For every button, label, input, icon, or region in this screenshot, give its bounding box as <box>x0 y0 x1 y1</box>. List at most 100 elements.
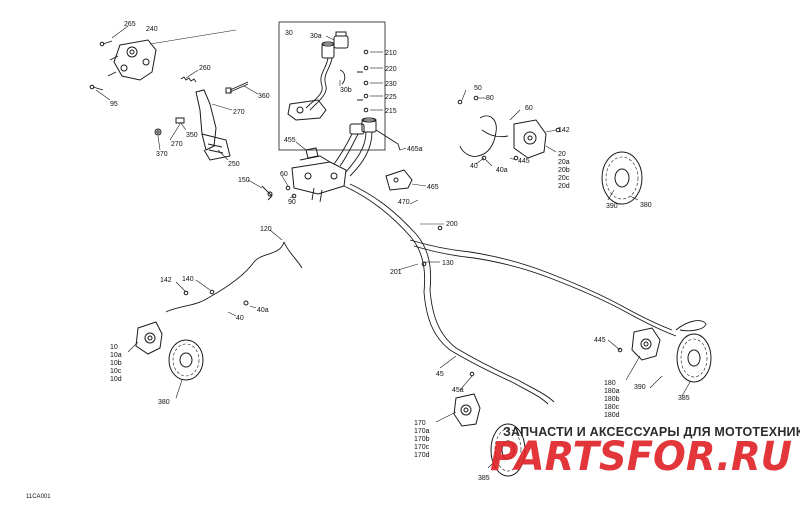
callout-390: 390 <box>634 384 646 391</box>
nut-370 <box>154 128 162 136</box>
loose-fasteners <box>183 95 623 377</box>
watermark-caption: ЗАПЧАСТИ И АКСЕССУАРЫ ДЛЯ МОТОТЕХНИКИ <box>503 425 800 439</box>
callout-265: 265 <box>124 21 136 28</box>
screw-95 <box>89 84 104 91</box>
pivot-bolt-360 <box>225 81 249 94</box>
callout-350: 350 <box>186 132 198 139</box>
fasteners-60-90 <box>285 185 297 199</box>
rear-left-disc <box>490 423 526 477</box>
callout-385: 385 <box>678 395 690 402</box>
callout-445: 445 <box>594 337 606 344</box>
callout-30a: 30a <box>310 33 322 40</box>
callout-140: 140 <box>182 276 194 283</box>
right-front-caliper <box>513 119 547 159</box>
reservoir-hoses <box>333 131 373 177</box>
leader-lines <box>95 25 691 469</box>
callout-170d: 170d <box>414 452 430 459</box>
callout-170a: 170a <box>414 428 430 435</box>
callout-30: 30 <box>285 30 293 37</box>
callout-180d: 180d <box>604 412 620 419</box>
callout-210: 210 <box>385 50 397 57</box>
callout-20a: 20a <box>558 159 570 166</box>
callout-60: 60 <box>280 171 288 178</box>
callout-10a: 10a <box>110 352 122 359</box>
callout-260: 260 <box>199 65 211 72</box>
rear-right-caliper <box>631 327 661 361</box>
callout-390: 390 <box>606 203 618 210</box>
callout-170c: 170c <box>414 444 430 451</box>
rear-right-disc <box>676 333 712 383</box>
callout-60: 60 <box>525 105 533 112</box>
callout-170: 170 <box>414 420 426 427</box>
callout-120: 120 <box>260 226 272 233</box>
screw-265 <box>99 40 113 47</box>
callout-90: 90 <box>288 199 296 206</box>
callout-455: 455 <box>284 137 296 144</box>
callout-370: 370 <box>156 151 168 158</box>
callout-40a: 40a <box>496 167 508 174</box>
left-front-brake-line-40 <box>165 241 303 313</box>
callout-40a: 40a <box>257 307 269 314</box>
callout-445: 445 <box>518 158 530 165</box>
callout-labels: 265 240 95 260 360 270 350 270 370 250 1… <box>110 21 690 482</box>
front-brake-line-201 <box>343 183 555 405</box>
inset-master-cylinder <box>287 99 327 121</box>
callout-180a: 180a <box>604 388 620 395</box>
callout-180: 180 <box>604 380 616 387</box>
callout-20c: 20c <box>558 175 570 182</box>
callout-465a: 465a <box>407 146 423 153</box>
callout-360: 360 <box>258 93 270 100</box>
bolt-150 <box>261 185 273 201</box>
callout-180b: 180b <box>604 396 620 403</box>
callout-10d: 10d <box>110 376 122 383</box>
callout-180c: 180c <box>604 404 620 411</box>
callout-470: 470 <box>398 199 410 206</box>
rear-brake-line-200 <box>409 239 677 337</box>
detail-inset-frame <box>278 21 386 151</box>
left-front-disc <box>168 339 204 381</box>
callout-142: 142 <box>558 127 570 134</box>
callout-465: 465 <box>427 184 439 191</box>
brake-pedal-lever <box>195 89 231 161</box>
callout-20b: 20b <box>558 167 570 174</box>
rear-left-caliper <box>453 393 481 427</box>
inset-fasteners <box>357 49 369 113</box>
callout-30b: 30b <box>340 87 352 94</box>
callout-10: 10 <box>110 344 118 351</box>
callout-385: 385 <box>478 475 490 482</box>
callout-380: 380 <box>640 202 652 209</box>
master-cylinder <box>291 155 347 203</box>
callout-20d: 20d <box>558 183 570 190</box>
callout-200: 200 <box>446 221 458 228</box>
left-front-caliper <box>135 321 163 355</box>
callout-220: 220 <box>385 66 397 73</box>
figure-reference-code: 11CA001 <box>26 494 51 500</box>
callout-230: 230 <box>385 81 397 88</box>
callout-225: 225 <box>385 94 397 101</box>
callout-270: 270 <box>233 109 245 116</box>
callout-45: 45 <box>436 371 444 378</box>
callout-20: 20 <box>558 151 566 158</box>
callout-250: 250 <box>228 161 240 168</box>
bushing-350 <box>175 117 185 124</box>
callout-170b: 170b <box>414 436 430 443</box>
reservoir-30a <box>321 31 349 59</box>
callout-40: 40 <box>470 163 478 170</box>
callout-130: 130 <box>442 260 454 267</box>
clip-455 <box>305 147 319 159</box>
reservoir-hose-30b <box>305 57 346 111</box>
callout-10c: 10c <box>110 368 122 375</box>
callout-45a: 45a <box>452 387 464 394</box>
brake-line-465a <box>375 129 401 151</box>
callout-50: 50 <box>474 85 482 92</box>
right-front-disc <box>601 151 643 205</box>
junction-block-465 <box>385 169 413 191</box>
pedal-bracket <box>107 39 157 81</box>
right-front-brake-line <box>459 115 509 157</box>
fluid-reservoirs <box>349 117 377 135</box>
callout-40: 40 <box>236 315 244 322</box>
callout-240: 240 <box>146 26 158 33</box>
watermark-logo: PARTSFOR.RU <box>490 434 792 480</box>
callout-215: 215 <box>385 108 397 115</box>
